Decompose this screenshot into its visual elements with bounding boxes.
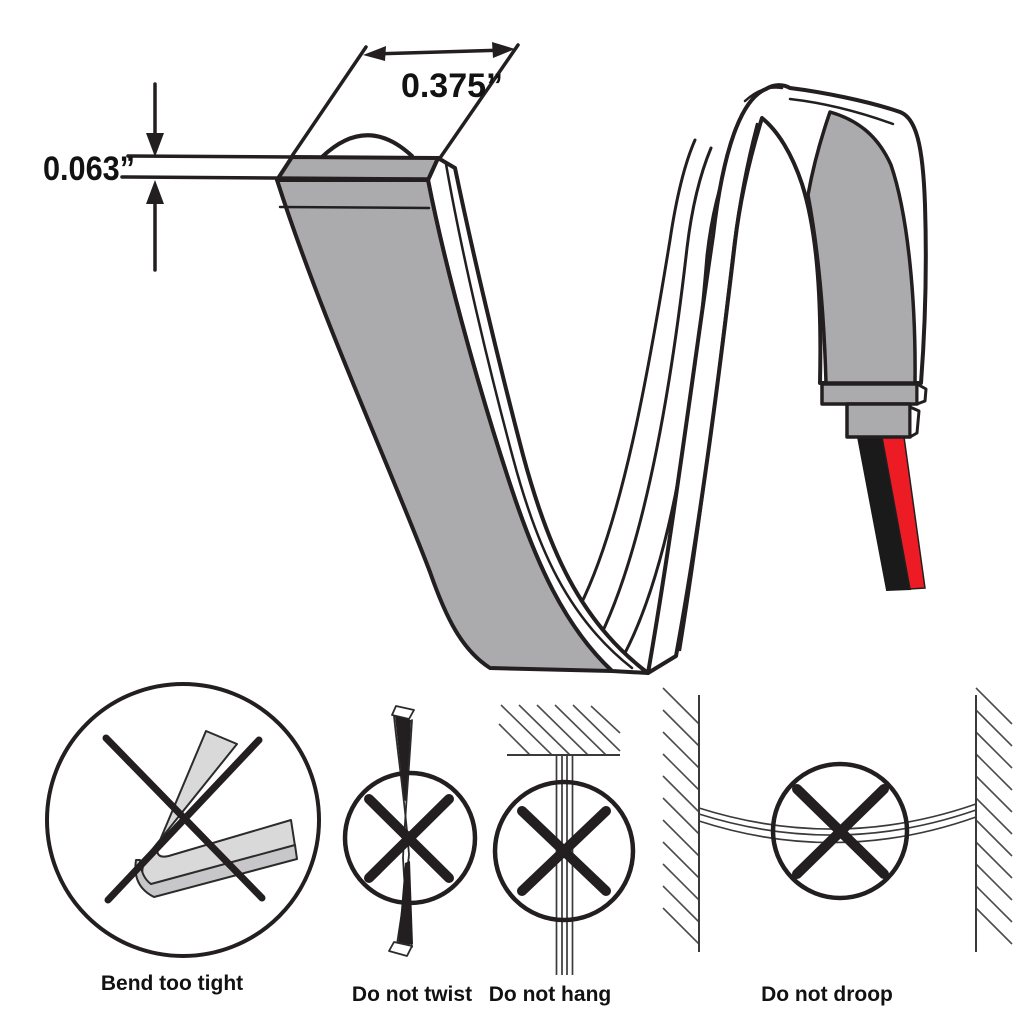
warning-label-bend: Bend too tight (101, 972, 243, 995)
twisted-strip-upper-twist (395, 716, 411, 802)
prohibition-circle (770, 761, 910, 901)
warning-label-twist: Do not twist (352, 983, 472, 1006)
right-wall-hatching (975, 687, 1013, 945)
twisted-strip-bottom-cap (388, 941, 413, 957)
thickness-arrowhead-down (146, 133, 164, 157)
width-arrowhead-left (363, 46, 386, 61)
left-wall-hatching (662, 687, 700, 945)
connector (820, 382, 928, 592)
twisted-strip-top-cap (391, 705, 415, 720)
strip-left-face (275, 178, 614, 673)
warning-do-not-droop: Do not droop (662, 687, 1013, 1006)
hanging-strip-lines (555, 756, 574, 975)
prohibition-circle (342, 770, 478, 906)
thickness-dimension: 0.063” (43, 82, 430, 272)
warning-label-droop: Do not droop (761, 983, 893, 1006)
warning-label-hang: Do not hang (489, 983, 611, 1006)
thickness-arrowhead-up (146, 180, 164, 204)
width-extension-line (290, 45, 368, 158)
width-arrow-line (370, 48, 508, 56)
thickness-extension-line-top (126, 154, 294, 159)
prohibition-x-icon (792, 784, 889, 879)
prohibition-x-icon (517, 806, 611, 896)
warning-do-not-hang: Do not hang (489, 704, 636, 1006)
connector-plug-bevel (908, 405, 921, 439)
connector-collar-bevel (915, 382, 928, 406)
width-extension-line (438, 43, 520, 160)
width-arrowhead-right (492, 42, 515, 58)
prohibition-x-icon (102, 734, 266, 904)
thickness-dimension-label: 0.063” (43, 150, 135, 188)
strip-seam-line (678, 122, 759, 652)
prohibition-circle (45, 682, 321, 958)
connector-collar (820, 382, 919, 406)
connector-plug (845, 402, 912, 439)
warning-do-not-twist: Do not twist (342, 705, 478, 1006)
prohibition-x-icon (364, 794, 454, 883)
thickness-extension-line-bottom (120, 175, 430, 181)
strip-seam-line (788, 97, 895, 126)
strip-seam-line (743, 86, 784, 103)
strip-dome-lens-profile (320, 133, 414, 159)
strip-left-edge-seam (444, 162, 634, 670)
ceiling-hatching (498, 704, 621, 756)
strip-descending-face (806, 110, 917, 385)
prohibition-circle (492, 779, 636, 923)
width-dimension-label: 0.375” (401, 67, 503, 105)
warning-bend-too-tight: Bend too tight (45, 682, 321, 995)
width-dimension: 0.375” (290, 42, 520, 160)
strip-end-cap-line (278, 205, 431, 210)
led-strip-wave-illustration (275, 83, 928, 675)
